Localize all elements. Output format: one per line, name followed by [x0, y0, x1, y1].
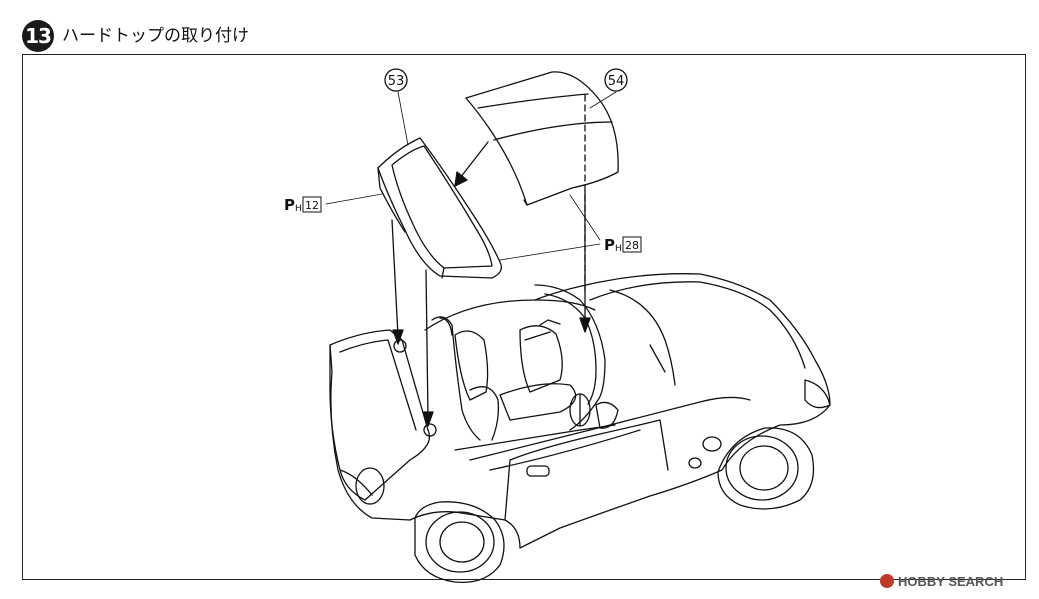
watermark-logo-icon [880, 574, 894, 588]
diagram-frame [22, 54, 1026, 580]
arrow-roof-to-rear [454, 141, 489, 187]
part-callout-b: 54 [604, 68, 628, 92]
leader-paint-a [325, 193, 383, 205]
door-handle [526, 465, 550, 477]
part-callout-a: 53 [384, 68, 408, 92]
part-number-a: 53 [388, 74, 405, 89]
step-title: ハードトップの取り付け [62, 26, 249, 46]
trunk-lid [329, 329, 431, 505]
seats [454, 319, 577, 421]
paint-code-b: 28 [625, 239, 639, 252]
paint-code-a: 12 [305, 199, 319, 212]
hardtop-roof-panel [465, 71, 619, 206]
paint-sub-b: H [615, 244, 622, 254]
leader-part-a [397, 91, 409, 146]
leader-part-b [589, 91, 617, 109]
hardtop-rear-section [377, 137, 503, 279]
rear-attach-post-right [423, 423, 437, 437]
roll-bar [431, 316, 500, 441]
arrow-rear-attach-left [391, 219, 404, 345]
cockpit-edge [424, 299, 596, 331]
leader-paint-b-lower [499, 243, 601, 261]
paint-callout-a: P H 12 [284, 196, 322, 214]
car-body [329, 273, 831, 549]
side-mirror [595, 401, 619, 429]
part-number-b: 54 [608, 74, 625, 89]
front-wheel [717, 427, 815, 510]
paint-sub-a: H [295, 204, 302, 214]
rear-wheel [414, 501, 505, 584]
headlight [804, 379, 831, 409]
side-indicator [702, 436, 722, 452]
rear-attach-post-left [393, 339, 407, 353]
arrow-rear-attach-right [422, 269, 434, 427]
paint-callout-b: P H 28 [604, 236, 642, 254]
step-number-badge: 13 [22, 20, 54, 52]
leader-paint-b-upper [569, 194, 601, 241]
watermark: HOBBY SEARCH [880, 570, 1003, 592]
paint-prefix-b: P [604, 236, 615, 254]
watermark-text: HOBBY SEARCH [898, 573, 1004, 589]
paint-prefix-a: P [284, 196, 295, 214]
